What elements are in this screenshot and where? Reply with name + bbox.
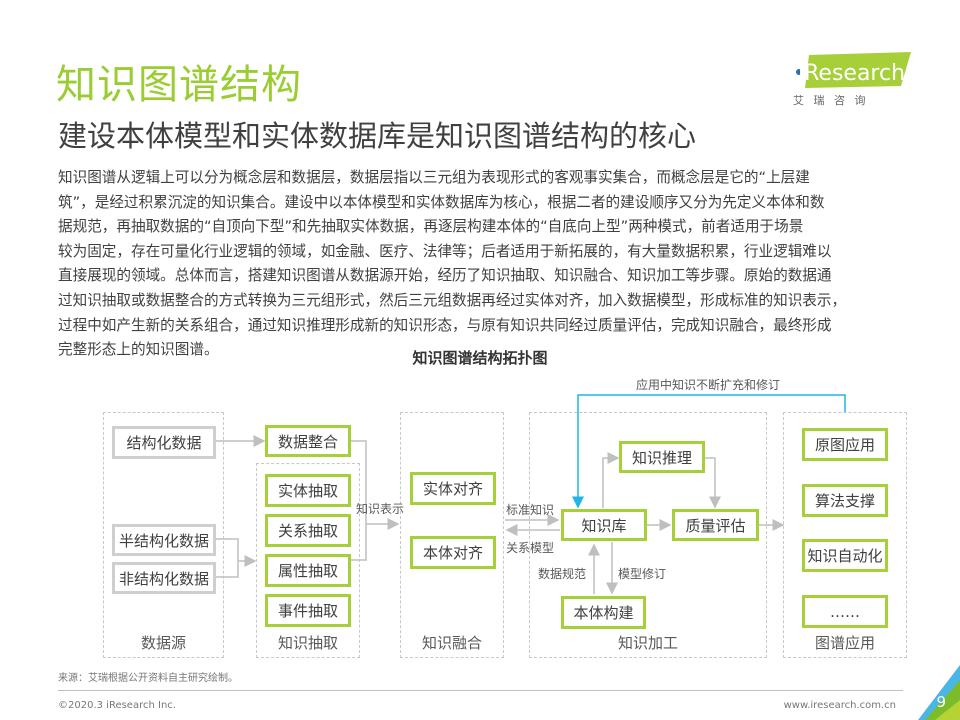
data-integration-box: 数据整合 [265,425,351,457]
column-label-source: 数据源 [140,634,186,652]
ontology-construction-box: 本体构建 [561,596,646,629]
event-extraction-box: 事件抽取 [265,594,351,627]
quality-assessment-box: 质量评估 [672,509,759,541]
website-link[interactable]: www.iresearch.com.cn [783,700,896,711]
para-line: 较为固定，存在可量化行业逻辑的领域，如金融、医疗、法律等；后者适用于新拓展的，有… [58,242,832,260]
feedback-label: 应用中知识不断扩充和修订 [636,378,781,392]
para-line: 完整形态上的知识图谱。 [58,341,219,359]
app-algorithm-support: 算法支撑 [802,484,888,517]
label-knowledge-representation: 知识表示 [356,502,405,516]
body-paragraph: 知识图谱从逻辑上可以分为概念层和数据层，数据层指以三元组为表现形式的客观事实集合… [58,166,918,363]
page-number: 9 [936,693,946,711]
label-model-revision: 模型修订 [618,567,667,581]
source-semistructured: 半结构化数据 [112,524,216,556]
para-line: 过程中如产生新的关系组合，通过知识推理形成新的知识形态，与原有知识共同经过质量评… [58,316,832,334]
para-line: 知识图谱从逻辑上可以分为概念层和数据层，数据层指以三元组为表现形式的客观事实集合… [58,169,810,186]
para-line: 筑”，是经过积累沉淀的知识集合。建设中以本体模型和实体数据库为核心，根据二者的建… [58,193,825,211]
copyright: ©2020.3 iResearch Inc. [58,700,176,711]
column-label-extract: 知识抽取 [277,634,338,652]
column-process [529,412,767,658]
logo-shape-icon [796,52,911,88]
para-line: 直接展现的领域。总体而言，搭建知识图谱从数据源开始，经历了知识抽取、知识融合、知… [58,267,832,285]
column-label-app: 图谱应用 [814,634,875,652]
entity-extraction-box: 实体抽取 [265,474,351,507]
label-relation-model: 关系模型 [506,541,555,555]
knowledge-base-box: 知识库 [561,509,647,541]
knowledge-reasoning-box: 知识推理 [619,441,705,473]
label-data-norm: 数据规范 [538,567,587,581]
attribute-extraction-box: 属性抽取 [265,554,351,587]
para-line: 据规范，再抽取数据的“自顶向下型”和先抽取实体数据，再逐层构建本体的“自底向上型… [58,218,804,236]
column-source [103,412,224,658]
column-label-process: 知识加工 [617,634,678,652]
page-subtitle: 建设本体模型和实体数据库是知识图谱结构的核心 [58,119,697,153]
app-more: …… [802,595,888,628]
relation-extraction-box: 关系抽取 [265,514,351,547]
ontology-alignment-box: 本体对齐 [410,536,496,569]
diagram-title: 知识图谱结构拓扑图 [412,349,548,367]
app-knowledge-automation: 知识自动化 [802,539,888,572]
source-note: 来源：艾瑞根据公开资料自主研究绘制。 [58,673,238,684]
page-title: 知识图谱结构 [56,62,302,108]
iresearch-logo: iResearch 艾 瑞 咨 询 [793,50,913,110]
logo-cn: 艾 瑞 咨 询 [793,94,869,107]
source-structured: 结构化数据 [112,426,216,459]
entity-alignment-box: 实体对齐 [410,472,496,505]
column-app [783,412,907,658]
logo-brand: iResearch [798,61,906,86]
feedback-arrow [572,394,846,509]
source-unstructured: 非结构化数据 [112,562,216,594]
app-original-graph: 原图应用 [802,428,888,461]
label-standard-knowledge: 标准知识 [506,503,555,517]
para-line: 过知识抽取或数据整合的方式转换为三元组形式，然后三元组数据再经过实体对齐，加入数… [58,291,847,309]
footer-divider [58,690,903,691]
column-label-fusion: 知识融合 [421,634,482,652]
